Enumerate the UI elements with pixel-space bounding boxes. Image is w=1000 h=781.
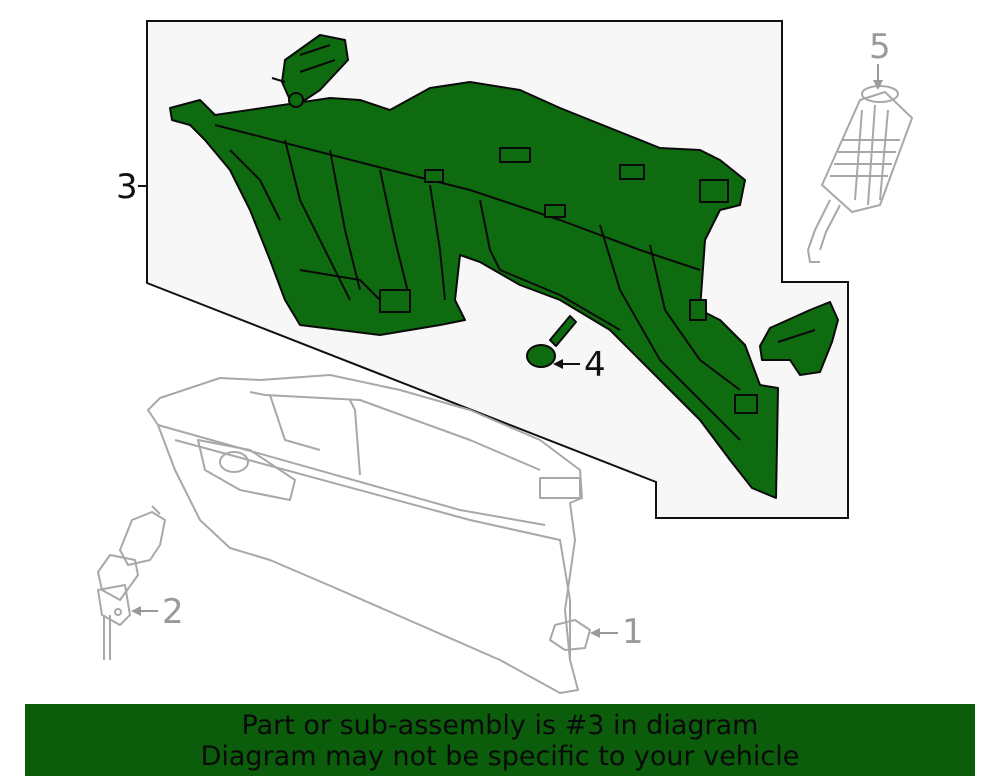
banner-line-2: Diagram may not be specific to your vehi… <box>200 741 800 772</box>
part-1-glove-box-door[interactable] <box>147 374 591 694</box>
part-4-push-pin[interactable] <box>526 315 577 368</box>
part-3-glove-box-housing[interactable] <box>169 81 779 499</box>
arrow-2 <box>131 606 141 616</box>
callout-2: 2 <box>162 592 184 632</box>
part-5-damper[interactable] <box>807 85 913 263</box>
banner-line-1: Part or sub-assembly is #3 in diagram <box>241 710 759 741</box>
callout-3: 3 <box>116 167 138 207</box>
info-banner: Part or sub-assembly is #3 in diagram Di… <box>25 704 975 776</box>
callout-1: 1 <box>622 612 644 652</box>
callout-4: 4 <box>584 345 606 385</box>
part-3-side-clip <box>759 301 839 376</box>
arrow-5 <box>873 80 883 90</box>
part-3-upper-bracket <box>271 34 349 108</box>
callout-5: 5 <box>869 27 891 67</box>
part-2-lock-cylinder[interactable] <box>97 505 166 660</box>
arrow-4 <box>553 359 563 369</box>
arrow-1 <box>590 628 600 638</box>
